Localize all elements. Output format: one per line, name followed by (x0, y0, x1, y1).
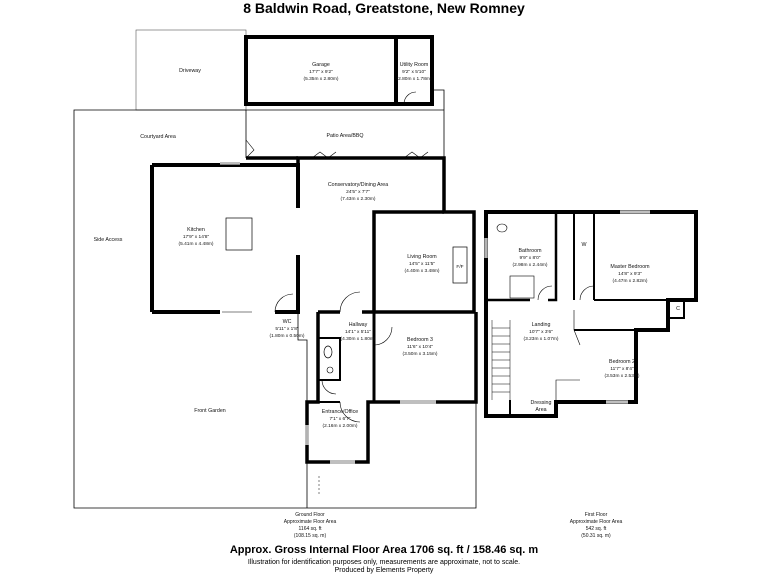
courtyard-label: Courtyard Area (140, 134, 176, 140)
first-floor-name: First Floor (585, 512, 608, 518)
living-room-label: Living Room (407, 254, 437, 260)
wc-toilet (323, 345, 333, 359)
entrance-label: Entrance/Office (322, 409, 358, 415)
kitchen-walls (152, 163, 300, 314)
plan-title: 8 Baldwin Road, Greatstone, New Romney (243, 0, 525, 16)
landing-dim-metric: (3.23m x 1.07m) (524, 336, 559, 342)
bathroom-walls (486, 212, 558, 302)
master-bedroom-label: Master Bedroom (610, 264, 650, 270)
first-floor-area-label: Approximate Floor Area (570, 519, 623, 525)
bedroom3-door-swing (373, 326, 393, 346)
lower-block-walls (305, 312, 478, 464)
utility-label: Utility Room (400, 62, 429, 68)
site-boundary (73, 109, 477, 509)
kitchen-label: Kitchen (187, 227, 205, 233)
master-bedroom-dim-imperial: 14'8" x 9'3" (618, 271, 642, 277)
dressing-label-line2: Area (535, 407, 546, 413)
garage-label: Garage (312, 62, 330, 68)
fireplace (452, 246, 468, 284)
cupboard-door (321, 379, 337, 395)
wc-dim-metric: (1.80m x 0.50m) (270, 333, 305, 339)
wc-label: WC (283, 319, 292, 325)
ground-floor-area-sqft: 1164 sq. ft (299, 526, 323, 532)
bathroom-dim-imperial: 9'9" x 8'0" (520, 255, 541, 261)
bedroom3-label: Bedroom 3 (407, 337, 433, 343)
first-floor-plan (484, 210, 698, 418)
utility-dim-metric: (2.80m x 1.78m) (397, 76, 432, 82)
bedroom2-dim-imperial: 11'7" x 8'4" (610, 366, 634, 372)
dressing-area-outline (555, 379, 580, 402)
bedroom3-dim-metric: (3.50m x 3.15m) (403, 351, 438, 357)
dressing-label: Dressing (531, 400, 552, 406)
kitchen-dim-imperial: 17'9" x 14'8" (183, 234, 210, 240)
conservatory-label: Conservatory/Dining Area (328, 182, 388, 188)
landing-label: Landing (532, 322, 551, 328)
living-room-bottom-wall (374, 288, 476, 314)
bedroom2-door-swing (573, 310, 581, 346)
bedroom3-dim-imperial: 11'6" x 10'4" (407, 344, 433, 350)
cupboard-label: C (676, 306, 680, 312)
conservatory-bifold-right (403, 151, 429, 159)
ground-floor-name: Ground Floor (295, 512, 325, 518)
first-floor-area-sqft: 542 sq. ft (586, 526, 607, 532)
first-floor-outer-walls (484, 210, 698, 418)
wardrobe-label: W (582, 242, 587, 248)
hallway-dim-metric: (4.30m x 1.80m) (341, 336, 376, 342)
utility-extension (432, 89, 445, 110)
conservatory-dim-imperial: 24'5" x 7'7" (346, 189, 370, 195)
utility-walls (394, 35, 434, 106)
first-floor-area-sqm: (50.31 sq. m) (581, 533, 611, 539)
patio-door-swing (245, 139, 255, 159)
hallway-door-swing (339, 291, 361, 313)
disclaimer: Illustration for identification purposes… (247, 559, 521, 566)
hallway-label: Hallway (349, 322, 368, 328)
bathroom-label: Bathroom (519, 248, 543, 254)
entrance-inner-door (339, 401, 361, 423)
bedroom2-label: Bedroom 2 (609, 359, 635, 365)
staircase (491, 320, 511, 400)
fireplace-label: F/F (456, 264, 463, 270)
wc-external-line (297, 312, 308, 402)
utility-dim-imperial: 9'2" x 5'10" (402, 69, 426, 75)
producer-credit: Produced by Elements Property (334, 567, 434, 574)
hallway-dim-imperial: 14'1" x 5'11" (345, 329, 371, 335)
utility-door-swing (403, 91, 417, 105)
bathroom-toilet (496, 223, 508, 233)
kitchen-island (225, 217, 253, 251)
conservatory-walls (296, 156, 476, 288)
front-garden-label: Front Garden (194, 408, 226, 414)
living-room-dim-imperial: 14'5" x 11'5" (409, 261, 435, 267)
wc-basin (326, 366, 334, 374)
ground-floor-area-label: Approximate Floor Area (284, 519, 337, 525)
entrance-dim-imperial: 7'1" x 6'7" (330, 416, 351, 422)
room-labels: Driveway Garage 17'7" x 9'2" (5.35m x 2.… (94, 62, 681, 539)
garage-dim-imperial: 17'7" x 9'2" (309, 69, 333, 75)
master-door-swing (579, 285, 595, 301)
cupboard-walls (668, 299, 685, 319)
living-room-walls (372, 210, 444, 312)
driveway-label: Driveway (179, 68, 201, 74)
bedroom2-dim-metric: (3.53m x 2.53m) (605, 373, 640, 379)
bath-tub (509, 275, 535, 299)
wc-walls (318, 337, 341, 381)
total-floor-area: Approx. Gross Internal Floor Area 1706 s… (229, 544, 539, 556)
bathroom-door-swing (537, 285, 553, 301)
ground-floor-plan (73, 29, 478, 509)
entrance-dim-metric: (2.16m x 2.00m) (323, 423, 358, 429)
bathroom-dim-metric: (2.98m x 2.44m) (513, 262, 548, 268)
wardrobe-walls (573, 212, 595, 300)
living-room-dim-metric: (4.40m x 3.48m) (405, 268, 440, 274)
kitchen-door-swing (274, 293, 294, 313)
conservatory-bifold-left (311, 151, 337, 159)
kitchen-dim-metric: (5.41m x 4.48m) (179, 241, 214, 247)
ground-floor-area-sqm: (108.15 sq. m) (294, 533, 327, 539)
conservatory-dim-metric: (7.43m x 2.30m) (341, 196, 376, 202)
patio-label: Patio Area/BBQ (326, 133, 363, 139)
garage-dim-metric: (5.35m x 2.80m) (304, 76, 339, 82)
side-access-label: Side Access (94, 237, 123, 243)
master-bedroom-dim-metric: (4.47m x 2.82m) (613, 278, 648, 284)
landing-dim-imperial: 10'7" x 3'6" (529, 329, 553, 335)
wc-dim-imperial: 5'11" x 1'8" (275, 326, 299, 332)
